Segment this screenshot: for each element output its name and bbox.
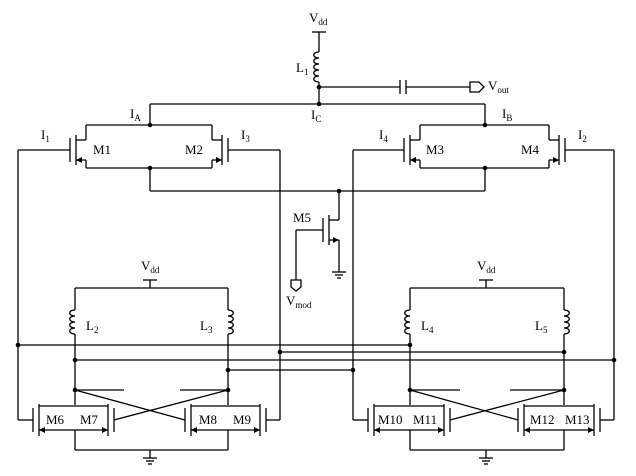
label-m7: M7 <box>80 412 99 427</box>
transistor-pair-m3-m4 <box>403 124 566 191</box>
label-l2: L2 <box>86 318 98 335</box>
top-supply <box>312 31 326 52</box>
label-m8: M8 <box>199 412 217 427</box>
label-i2: I2 <box>578 127 587 144</box>
label-m13: M13 <box>565 412 590 427</box>
bias-wiring <box>17 149 615 421</box>
transistor-bank-m10-m13 <box>367 389 601 465</box>
label-m9: M9 <box>233 412 251 427</box>
label-m10: M10 <box>378 412 403 427</box>
label-m12: M12 <box>530 412 555 427</box>
label-m3: M3 <box>426 142 444 157</box>
inductor-l1 <box>313 51 320 104</box>
labels: Vdd L1 Vout IA IB IC I1 I3 I4 I2 M1 M2 M… <box>41 10 590 427</box>
label-m11: M11 <box>413 412 437 427</box>
label-m2: M2 <box>185 142 203 157</box>
output-capacitor <box>319 80 485 94</box>
label-vmod: Vmod <box>286 293 312 310</box>
label-ib: IB <box>502 106 512 123</box>
label-m6: M6 <box>46 412 65 427</box>
label-i3: I3 <box>241 127 250 144</box>
label-vdd-top: Vdd <box>309 10 328 27</box>
label-ia: IA <box>130 106 141 123</box>
label-vdd-left: Vdd <box>141 258 160 275</box>
label-m1: M1 <box>93 142 111 157</box>
label-ic: IC <box>311 107 321 124</box>
label-m5: M5 <box>293 210 311 225</box>
label-vout: Vout <box>488 78 509 95</box>
transistor-pair-m1-m2 <box>69 124 229 191</box>
label-i1: I1 <box>41 127 50 144</box>
transistor-m5 <box>290 191 346 292</box>
right-tank <box>404 279 570 405</box>
label-l3: L3 <box>200 318 213 335</box>
left-tank <box>69 279 234 405</box>
label-m4: M4 <box>521 142 540 157</box>
label-i4: I4 <box>379 127 388 144</box>
label-vdd-right: Vdd <box>477 258 496 275</box>
label-l1: L1 <box>296 60 308 77</box>
label-l4: L4 <box>421 318 434 335</box>
transistor-bank-m6-m9 <box>32 389 267 465</box>
label-l5: L5 <box>535 318 548 335</box>
